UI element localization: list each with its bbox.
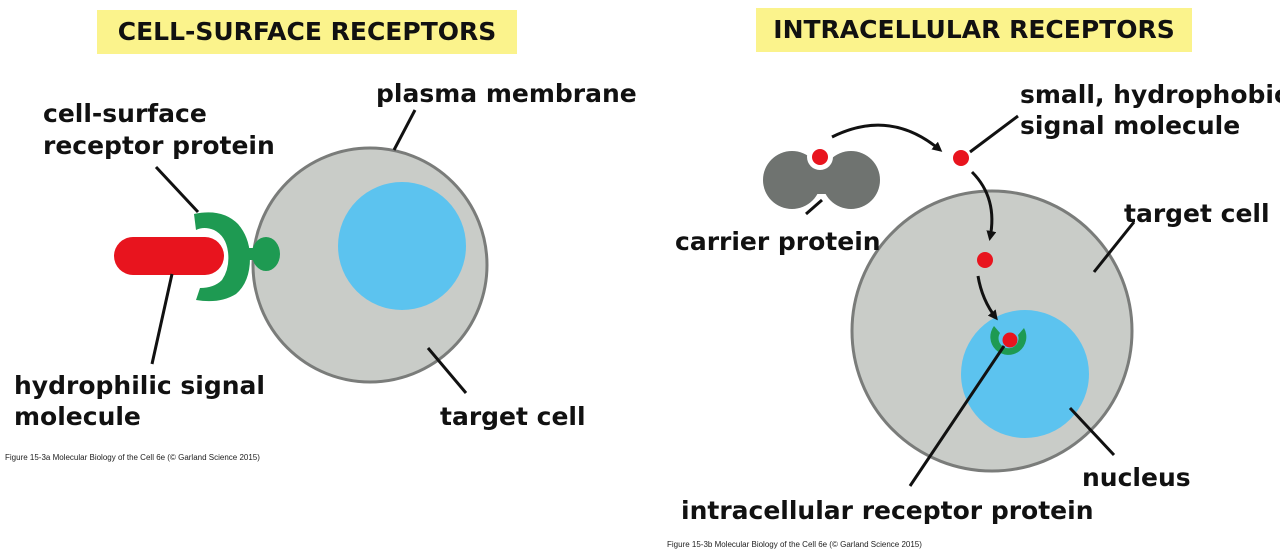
leader-left-target — [426, 347, 468, 394]
arrow-to-receptor — [976, 275, 998, 321]
label-hydrophilic-line1: hydrophilic signal — [14, 371, 266, 400]
intracellular-receptor-protein — [990, 326, 1027, 355]
label-carrier-protein: carrier protein — [675, 227, 881, 256]
label-receptor-line2: receptor protein — [43, 131, 275, 160]
arrow-release — [831, 123, 943, 152]
label-small-hydrophobic-line1: small, hydrophobic — [1020, 80, 1280, 109]
label-hydrophilic-line2: molecule — [14, 402, 141, 431]
leader-right-target — [1092, 221, 1136, 273]
left-nucleus — [338, 182, 466, 310]
leader-intracellular-receptor — [908, 345, 1006, 487]
leader-small-hydrophobic — [969, 114, 1019, 154]
label-plasma-membrane: plasma membrane — [376, 79, 637, 108]
intracellular-receptors-title: INTRACELLULAR RECEPTORS — [756, 8, 1192, 52]
label-right-target-cell: target cell — [1124, 199, 1270, 228]
signal-molecule-outside — [953, 150, 969, 166]
arrow-enter-cell — [970, 170, 997, 241]
signal-molecule-cytoplasm — [977, 252, 993, 268]
leader-hydrophilic — [150, 273, 174, 365]
carrier-protein — [763, 144, 880, 209]
cell-surface-receptors-title: CELL-SURFACE RECEPTORS — [97, 10, 517, 54]
right-nucleus — [961, 310, 1089, 438]
cell-surface-receptor-protein — [194, 212, 280, 302]
label-receptor-line1: cell-surface — [43, 99, 207, 128]
hydrophilic-signal-molecule — [114, 237, 224, 275]
label-small-hydrophobic-line2: signal molecule — [1020, 111, 1241, 140]
leader-carrier — [805, 198, 823, 216]
leader-nucleus — [1068, 406, 1116, 457]
label-nucleus: nucleus — [1082, 463, 1191, 492]
label-intracellular-receptor-protein: intracellular receptor protein — [681, 496, 1094, 525]
leader-membrane — [392, 109, 417, 151]
leader-receptor — [154, 165, 200, 214]
figure-caption-left: Figure 15-3a Molecular Biology of the Ce… — [5, 453, 260, 462]
label-left-target-cell: target cell — [440, 402, 586, 431]
figure-caption-right: Figure 15-3b Molecular Biology of the Ce… — [667, 540, 922, 549]
